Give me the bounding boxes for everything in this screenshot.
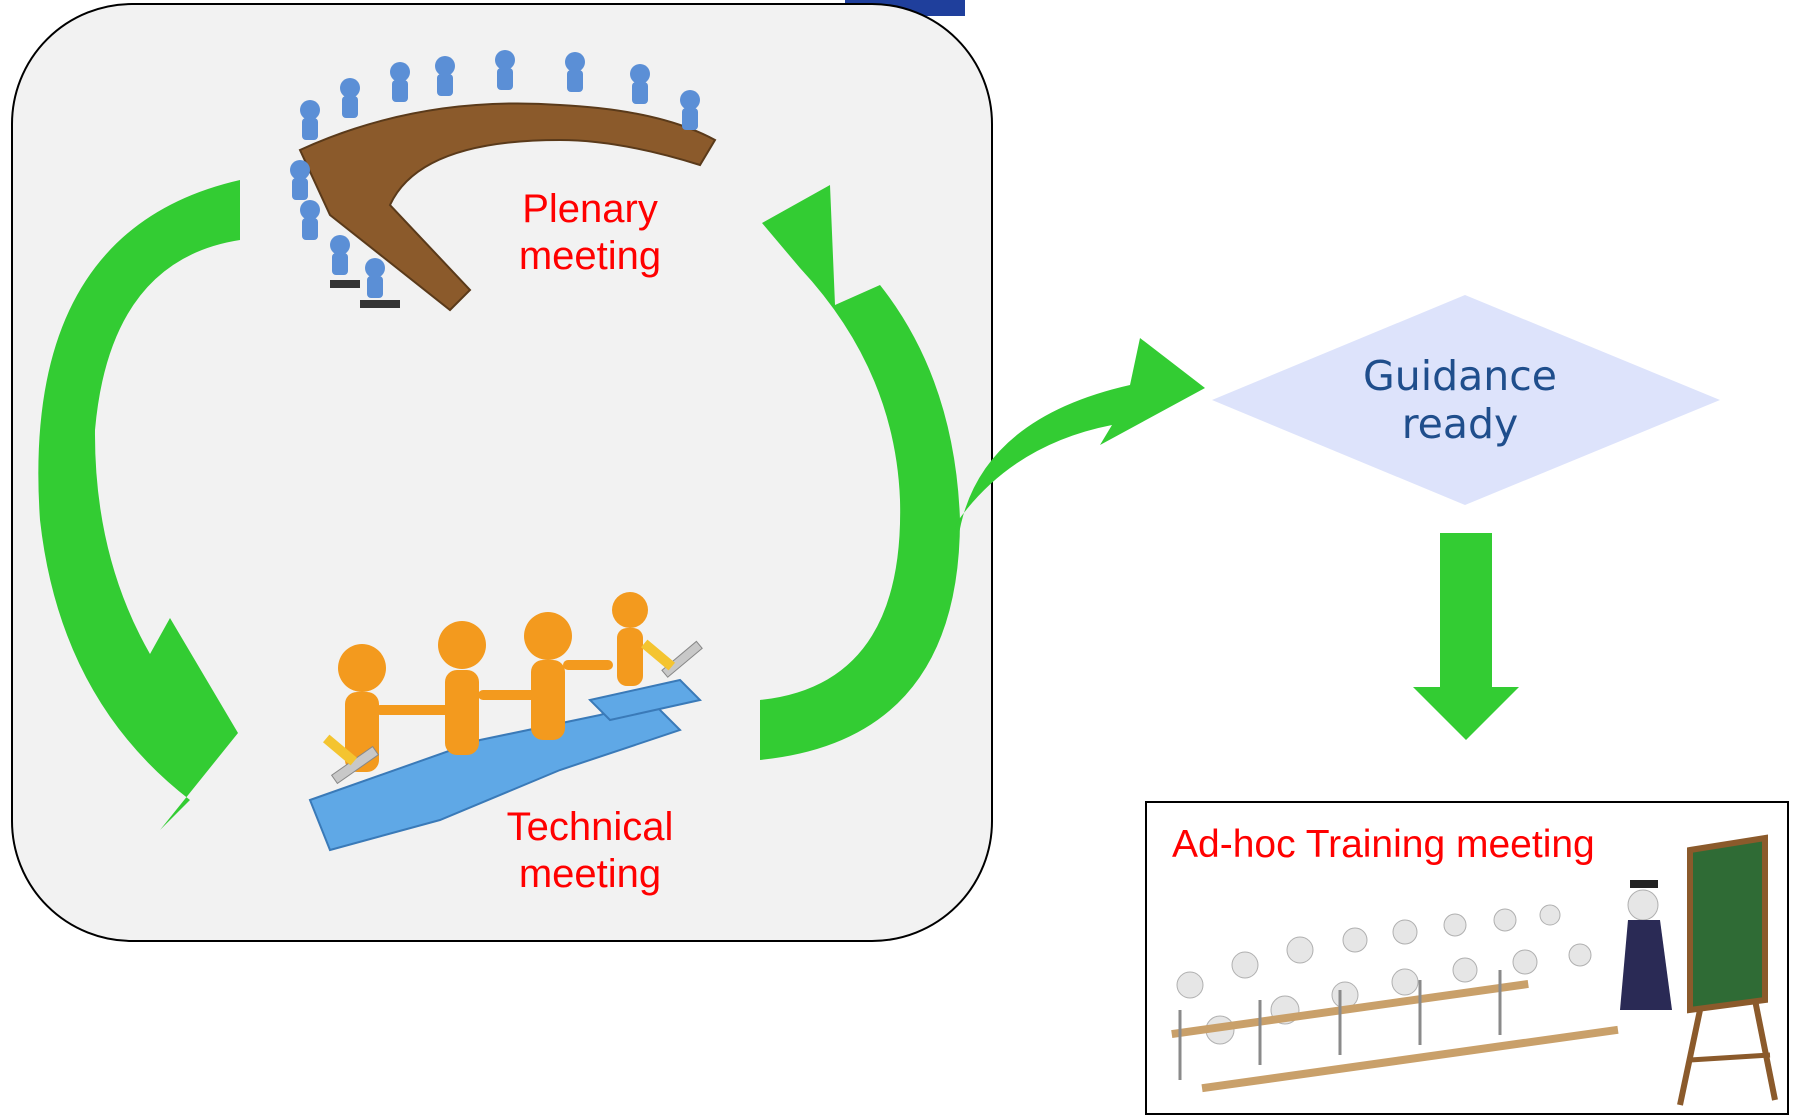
arrow-technical-to-guidance (955, 338, 1205, 540)
training-meeting-label: Ad-hoc Training meeting (1172, 823, 1595, 866)
arrow-technical-to-plenary (760, 185, 960, 760)
plenary-meeting-label: Plenary meeting (500, 186, 680, 280)
classroom-illustration (1171, 834, 1778, 1106)
conference-table-illustration (290, 50, 717, 312)
arrow-guidance-to-training (1413, 533, 1519, 740)
decision-diamond-guidance (1212, 295, 1720, 505)
technical-meeting-label: Technical meeting (485, 804, 695, 898)
guidance-ready-label: Guidance ready (1330, 352, 1590, 449)
technical-label-line2: meeting (518, 852, 662, 897)
arrow-plenary-to-technical (38, 180, 240, 830)
puzzle-team-illustration (308, 592, 703, 852)
plenary-label-line1: Plenary (522, 187, 658, 231)
technical-label-line1: Technical (506, 805, 674, 849)
guidance-label-line1: Guidance (1362, 352, 1558, 400)
plenary-label-line2: meeting (518, 234, 662, 279)
cycle-panel (11, 3, 993, 942)
guidance-label-line2: ready (1401, 400, 1519, 449)
